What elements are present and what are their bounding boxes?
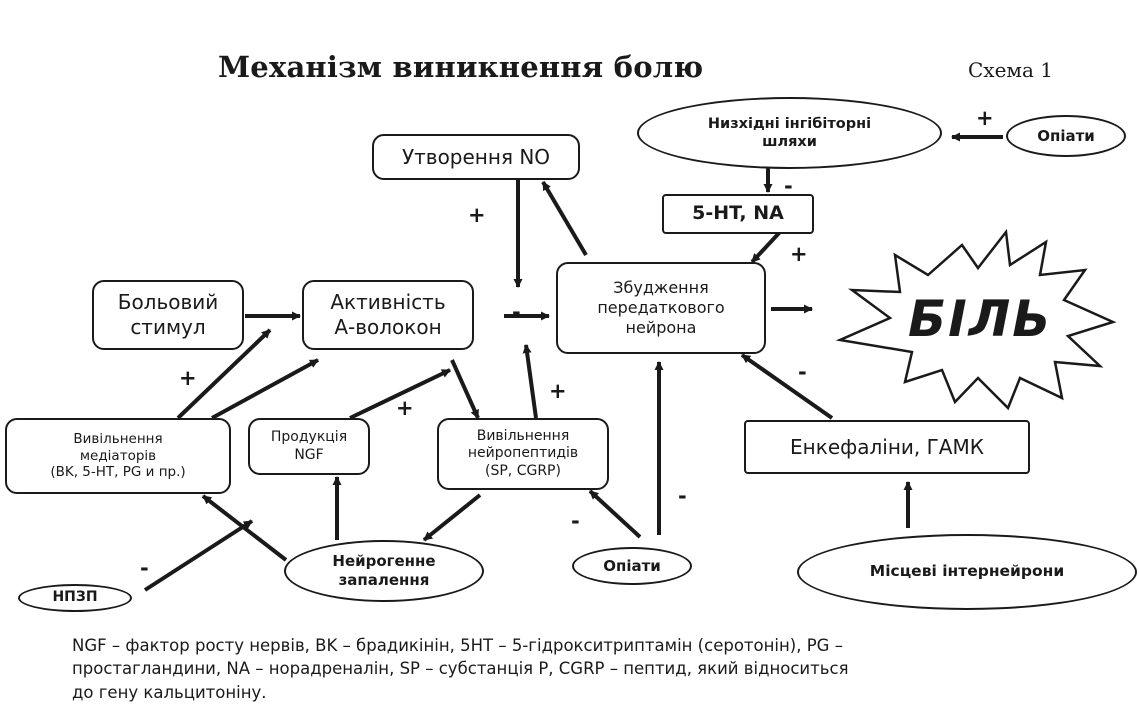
minus-sign: - bbox=[571, 509, 580, 533]
node-local-interneurons-label: Місцеві інтернейрони bbox=[869, 562, 1065, 581]
node-enkephalins-gaba: Енкефаліни, ГАМК bbox=[744, 420, 1030, 474]
minus-sign: - bbox=[140, 556, 149, 580]
arrow-ht-to-neuron bbox=[750, 230, 782, 264]
node-opiates-bottom-label: Опіати bbox=[603, 556, 661, 575]
node-a-fiber-activity-label: Активність А-волокон bbox=[330, 290, 446, 339]
node-ngf-production-label: Продукція NGF bbox=[270, 429, 348, 463]
node-descending-paths: Низхідні інгібіторні шляхи bbox=[637, 97, 942, 169]
arrow-neuropeptides-to-neuron bbox=[522, 344, 538, 419]
plus-sign: + bbox=[976, 106, 994, 130]
scheme-label: Схема 1 bbox=[968, 58, 1053, 82]
node-opiates-top-label: Опіати bbox=[1037, 126, 1095, 145]
node-ngf-production: Продукція NGF bbox=[248, 418, 370, 475]
arrow-opiates-to-neuropeptides bbox=[588, 489, 642, 539]
pain-label: БІЛЬ bbox=[908, 290, 1053, 348]
node-neuron-excitation-label: Збудження передаткового нейрона bbox=[597, 278, 725, 337]
arrow-mediators-to-stimulus bbox=[176, 328, 272, 420]
arrow-neuron-to-no bbox=[541, 180, 588, 257]
arrow-ngf-to-afibers bbox=[349, 368, 451, 420]
plus-sign: + bbox=[179, 366, 197, 390]
node-descending-paths-label: Низхідні інгібіторні шляхи bbox=[707, 115, 872, 150]
node-enkephalins-gaba-label: Енкефаліни, ГАМК bbox=[790, 434, 984, 459]
node-neuron-excitation: Збудження передаткового нейрона bbox=[556, 262, 766, 354]
minus-sign: - bbox=[784, 174, 793, 198]
legend-text: NGF – фактор росту нервів, BK – брадикін… bbox=[72, 636, 849, 702]
arrow-neuropeptides-to-inflammation bbox=[422, 493, 482, 542]
arrow-enkephalins-to-neuron bbox=[740, 353, 834, 420]
node-ht-na-label: 5-HT, NA bbox=[692, 202, 784, 225]
node-nsaid-label: НПЗП bbox=[52, 589, 98, 606]
minus-sign: - bbox=[512, 300, 521, 324]
node-mediator-release: Вивільнення медіаторів (BK, 5-HT, PG и п… bbox=[5, 418, 231, 494]
arrow-afibers-to-neuropeptides bbox=[450, 359, 480, 419]
arrow-nsaid-to-mediators bbox=[143, 519, 254, 592]
page-title: Механізм виникнення болю bbox=[218, 50, 704, 84]
node-neurogenic-inflammation: Нейрогенне запалення bbox=[284, 540, 484, 602]
node-nsaid: НПЗП bbox=[18, 584, 132, 612]
node-a-fiber-activity: Активність А-волокон bbox=[302, 280, 474, 350]
plus-sign: + bbox=[396, 396, 414, 420]
plus-sign: + bbox=[790, 242, 808, 266]
node-pain-stimulus-label: Больовий стимул bbox=[117, 290, 219, 339]
node-pain-stimulus: Больовий стимул bbox=[92, 280, 244, 350]
arrow-mediators-to-afibers bbox=[211, 358, 319, 420]
plus-sign: + bbox=[468, 203, 486, 227]
node-neuropeptide-release: Вивільнення нейропептидів (SP, CGRP) bbox=[437, 418, 609, 490]
node-local-interneurons: Місцеві інтернейрони bbox=[797, 534, 1137, 610]
node-opiates-bottom: Опіати bbox=[572, 547, 692, 585]
node-no-formation-label: Утворення NO bbox=[401, 144, 551, 169]
plus-sign: + bbox=[549, 379, 567, 403]
node-neuropeptide-release-label: Вивільнення нейропептидів (SP, CGRP) bbox=[467, 427, 579, 479]
node-no-formation: Утворення NO bbox=[372, 134, 580, 180]
minus-sign: - bbox=[678, 484, 687, 508]
arrow-inflammation-to-mediators bbox=[201, 494, 288, 562]
node-neurogenic-inflammation-label: Нейрогенне запалення bbox=[332, 552, 436, 589]
minus-sign: - bbox=[798, 360, 807, 384]
node-opiates-top: Опіати bbox=[1006, 115, 1126, 157]
pain-starburst bbox=[835, 228, 1117, 411]
node-ht-na: 5-HT, NA bbox=[662, 194, 814, 234]
node-mediator-release-label: Вивільнення медіаторів (BK, 5-HT, PG и п… bbox=[50, 430, 186, 481]
